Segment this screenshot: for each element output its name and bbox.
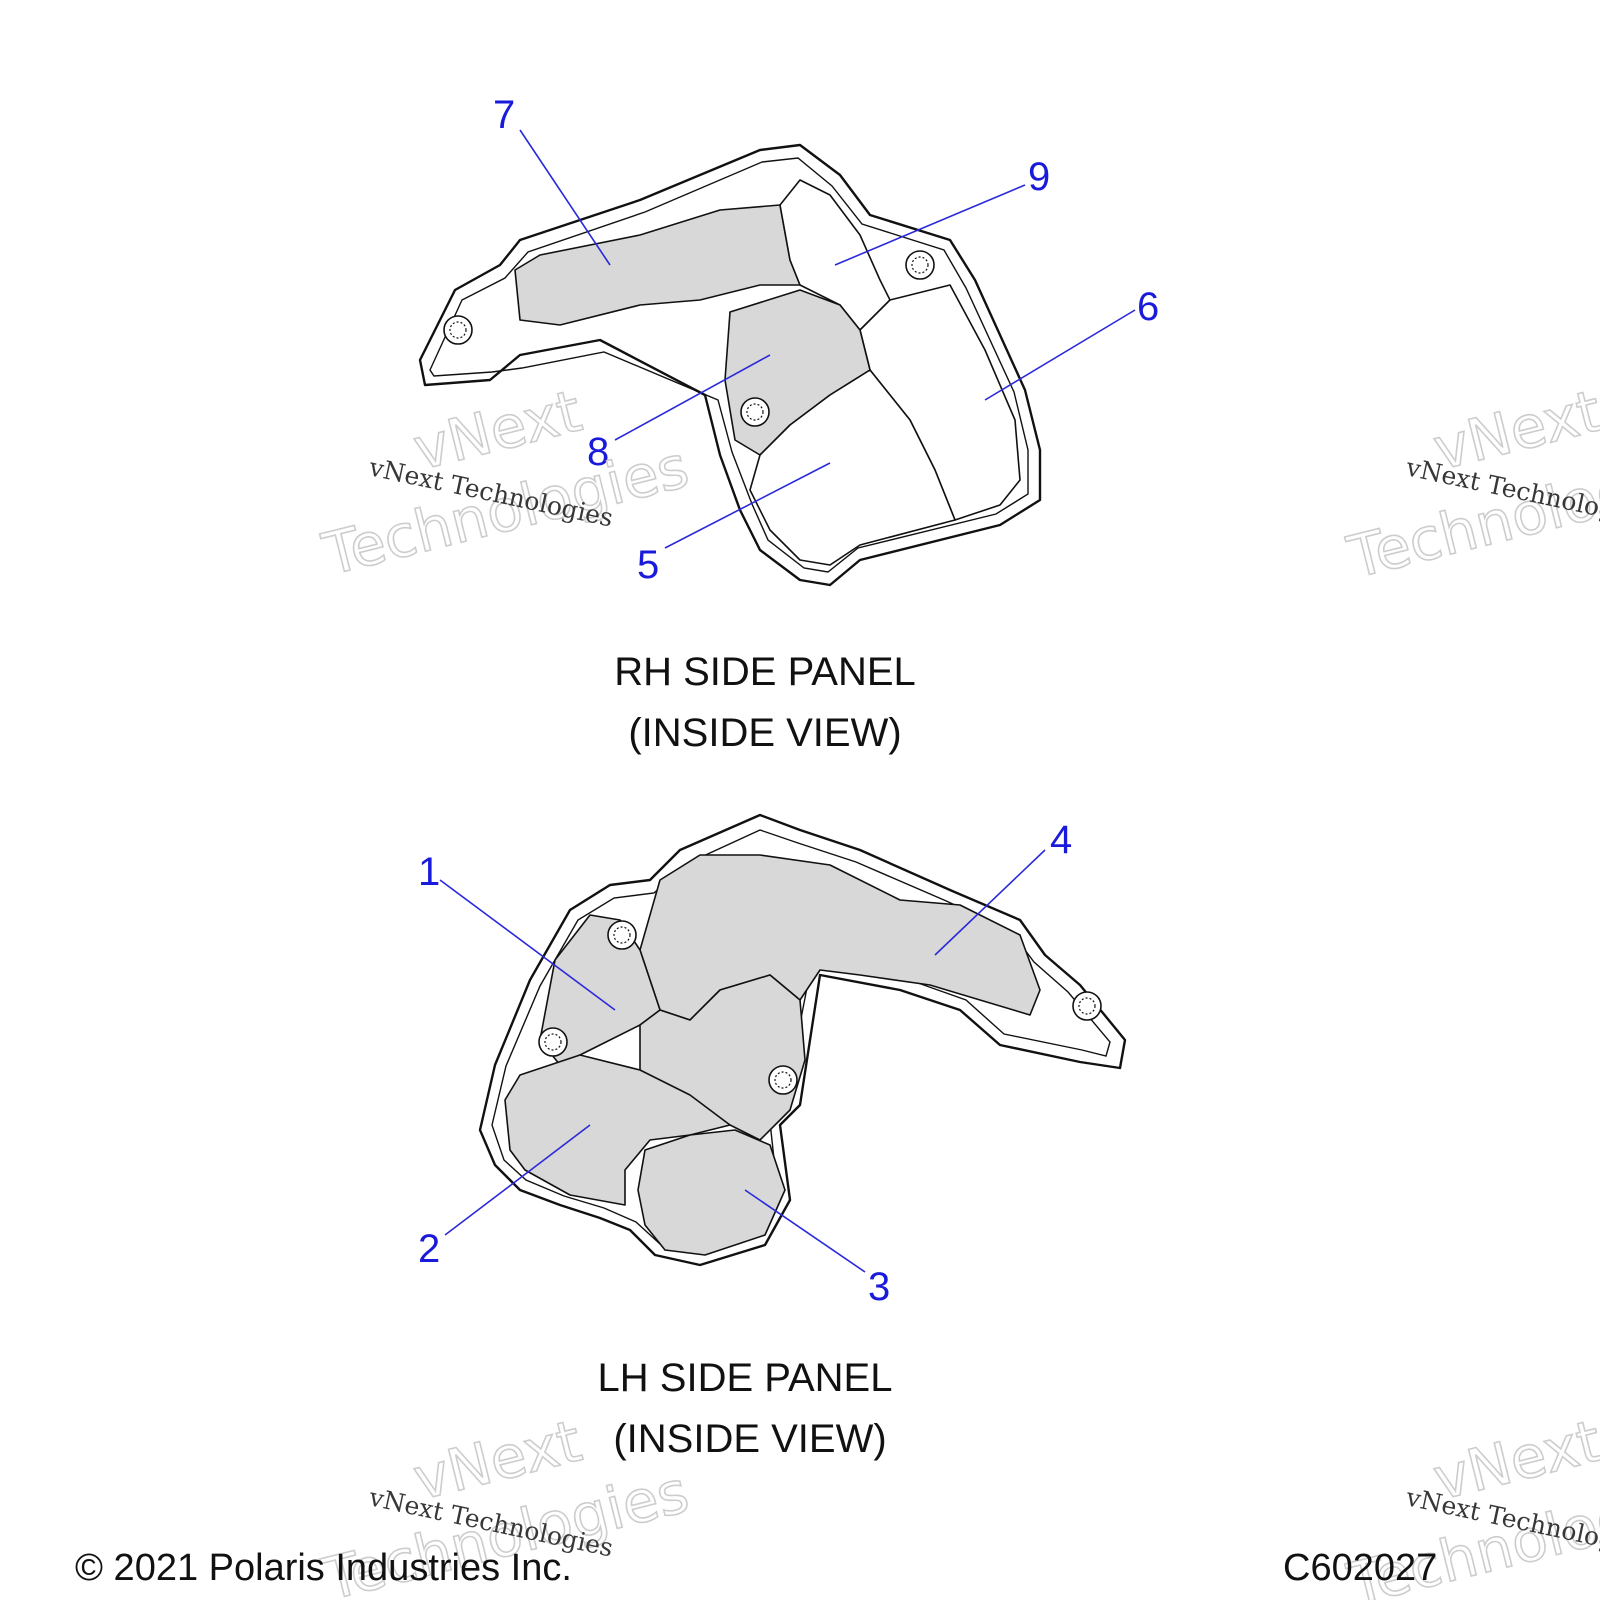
- callout-8: 8: [587, 430, 609, 474]
- callout-1: 1: [418, 850, 440, 894]
- leader-2: [444, 1124, 591, 1236]
- lh-decal-3: [637, 1129, 786, 1256]
- lh-panel-subtitle: (INSIDE VIEW): [613, 1417, 886, 1461]
- callout-7: 7: [493, 93, 515, 137]
- callout-2: 2: [418, 1227, 440, 1271]
- rh-panel-rim: [429, 157, 1029, 573]
- rh-side-panel-drawing: [418, 143, 1042, 587]
- rh-panel-subtitle: (INSIDE VIEW): [628, 711, 901, 755]
- callout-6: 6: [1137, 285, 1159, 329]
- diagram-code: C602027: [1283, 1547, 1437, 1589]
- lh-mount-boss-right: [1072, 991, 1102, 1021]
- lh-mount-boss-left: [538, 1027, 568, 1057]
- leader-5: [664, 462, 831, 549]
- watermark-top-right: vNext Technologies vNext Technologies: [1340, 376, 1600, 593]
- callout-9: 9: [1028, 155, 1050, 199]
- leader-3: [744, 1189, 866, 1273]
- lh-side-panel-drawing: [478, 813, 1127, 1267]
- leader-4: [934, 849, 1046, 956]
- leader-1: [439, 879, 616, 1011]
- copyright-text: © 2021 Polaris Industries Inc.: [75, 1547, 572, 1589]
- lh-decal-4: [639, 854, 1041, 1021]
- leader-8: [614, 354, 771, 441]
- lh-panel-title: LH SIDE PANEL: [598, 1356, 893, 1400]
- rh-panel-title: RH SIDE PANEL: [614, 650, 916, 694]
- lh-decal-2: [504, 1054, 731, 1206]
- callout-5: 5: [637, 543, 659, 587]
- callout-4: 4: [1050, 818, 1072, 862]
- leader-7: [519, 129, 611, 266]
- callout-3: 3: [868, 1265, 890, 1309]
- lh-mount-boss-center: [768, 1065, 798, 1095]
- lh-mount-boss-top: [607, 920, 637, 950]
- leader-6: [984, 309, 1136, 401]
- rh-mount-boss-left: [443, 315, 473, 345]
- rh-mount-boss-center: [740, 397, 770, 427]
- rh-decal-5: [749, 369, 956, 566]
- leader-9: [834, 184, 1026, 266]
- rh-mount-boss-top: [905, 250, 935, 280]
